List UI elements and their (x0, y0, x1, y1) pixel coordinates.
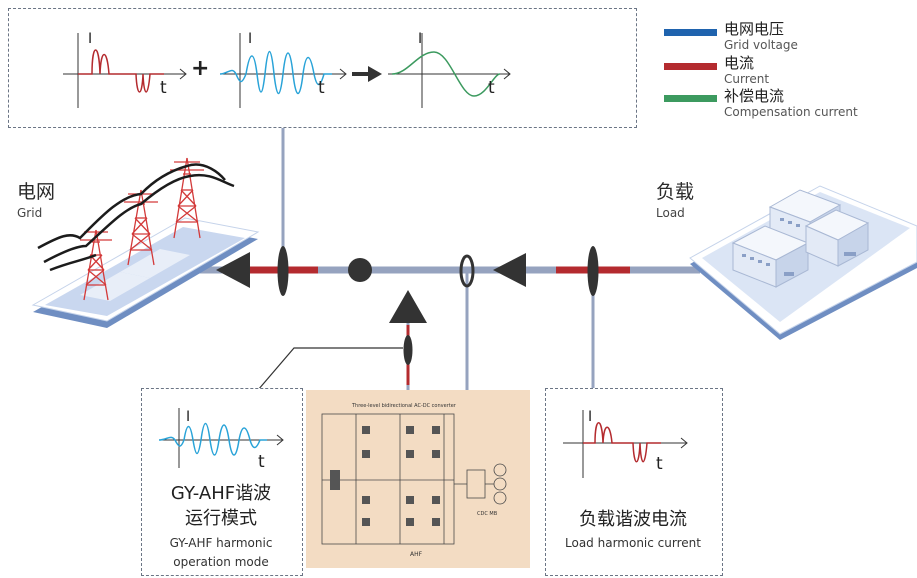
load-harmonic-title: 负载谐波电流 (579, 509, 687, 530)
legend-en: Current (724, 72, 770, 86)
ct-ellipse-right (587, 246, 599, 296)
graph3-label-t: t (488, 78, 495, 98)
grid-label-en: Grid (17, 206, 43, 220)
graph1-waveform-red (78, 49, 164, 93)
bus-arrow-up (389, 290, 427, 323)
ahf-en-line2: operation mode (173, 555, 269, 569)
ahf-leader-line (257, 347, 403, 391)
legend-item-compensation: 补偿电流 Compensation current (664, 89, 904, 123)
bus-arrow-left-1 (216, 252, 250, 288)
graph1-label-i: I (88, 31, 93, 47)
ahf-title-line2: 运行模式 (185, 508, 257, 529)
legend-zh: 电网电压 (724, 20, 785, 38)
top-waveform-graphs (63, 33, 511, 108)
ahf-en-line1: GY-AHF harmonic (169, 536, 273, 550)
legend-zh: 电流 (724, 54, 755, 72)
ahf-waveform-graph (158, 408, 284, 468)
graph2-waveform-blue (219, 50, 332, 95)
load-graph-label-i: I (588, 409, 593, 425)
load-buildings (731, 189, 870, 288)
plus-sign: + (191, 56, 210, 81)
bus-node-dot (348, 258, 372, 282)
grid-label-zh: 电网 (17, 181, 56, 203)
power-cables (37, 163, 235, 272)
load-harmonic-box (545, 388, 723, 576)
bus-arrow-left-2 (493, 253, 526, 287)
schematic-side-label: CDC MB (477, 511, 498, 517)
ahf-mode-box (141, 388, 303, 576)
legend-zh: 补偿电流 (724, 87, 785, 105)
ahf-graph-label-t: t (258, 452, 265, 472)
ct-ellipse-ahf (403, 335, 413, 365)
load-label-zh: 负载 (656, 181, 695, 203)
ahf-title-line1: GY-AHF谐波 (170, 483, 272, 504)
legend-swatch-current (664, 63, 717, 70)
load-graph-label-t: t (656, 454, 663, 474)
schematic-caption: AHF (410, 551, 423, 558)
load-waveform-graph (563, 410, 688, 478)
legend-en: Compensation current (724, 105, 858, 119)
graph3-waveform-green (391, 51, 501, 97)
grid-platform (31, 217, 260, 328)
top-waveform-box (8, 8, 637, 128)
legend-item-current: 电流 Current (664, 56, 904, 90)
graph1-label-t: t (160, 78, 167, 98)
ct-ellipse-ring (459, 254, 475, 288)
graph1-axes (63, 33, 187, 108)
ahf-graph-label-i: I (186, 409, 191, 425)
graph2-label-i: I (248, 31, 253, 47)
result-arrow-head (368, 66, 382, 82)
ahf-schematic (306, 390, 530, 568)
load-label-en: Load (656, 206, 685, 220)
legend-swatch-grid-voltage (664, 29, 717, 36)
schematic-title: Three-level bidirectional AC-DC converte… (352, 403, 456, 409)
ct-ellipse-left (277, 246, 289, 296)
load-harmonic-en: Load harmonic current (565, 536, 701, 550)
legend-item-grid-voltage: 电网电压 Grid voltage (664, 22, 904, 56)
legend-swatch-compensation (664, 95, 717, 102)
graph2-label-t: t (318, 78, 325, 98)
graph3-label-i: I (418, 31, 423, 47)
legend-en: Grid voltage (724, 38, 798, 52)
graph3-axes (388, 33, 511, 108)
